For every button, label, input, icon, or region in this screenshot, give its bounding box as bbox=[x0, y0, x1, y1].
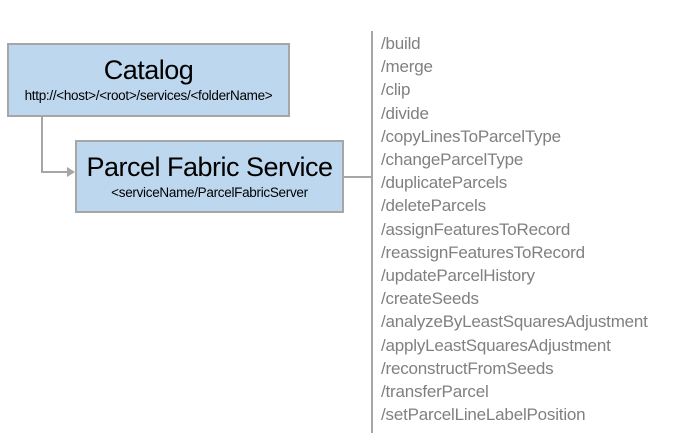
endpoints-branch-line bbox=[371, 31, 373, 433]
endpoint-item: /analyzeByLeastSquaresAdjustment bbox=[381, 312, 648, 332]
catalog-url-pattern: http://<host>/<root>/services/<folderNam… bbox=[24, 88, 273, 104]
connector-catalog-vertical bbox=[41, 117, 43, 173]
arrowhead-icon bbox=[67, 167, 75, 177]
endpoint-item: /reassignFeaturesToRecord bbox=[381, 242, 585, 262]
endpoint-item: /deleteParcels bbox=[381, 196, 486, 216]
endpoint-item: /createSeeds bbox=[381, 289, 479, 309]
parcel-fabric-service-node: Parcel Fabric Service <serviceName/Parce… bbox=[75, 140, 344, 213]
endpoint-item: /duplicateParcels bbox=[381, 173, 508, 193]
connector-catalog-horizontal bbox=[41, 171, 68, 173]
endpoint-item: /updateParcelHistory bbox=[381, 266, 535, 286]
catalog-node: Catalog http://<host>/<root>/services/<f… bbox=[7, 43, 290, 117]
endpoint-item: /build bbox=[381, 34, 421, 53]
endpoint-item: /clip bbox=[381, 80, 411, 100]
endpoint-item: /assignFeaturesToRecord bbox=[381, 219, 571, 239]
endpoint-item: /divide bbox=[381, 103, 429, 123]
endpoint-item: /reconstructFromSeeds bbox=[381, 358, 554, 378]
endpoint-item: /setParcelLineLabelPosition bbox=[381, 405, 586, 425]
connector-service-to-endpoints bbox=[344, 176, 371, 178]
endpoint-item: /transferParcel bbox=[381, 382, 489, 402]
service-title: Parcel Fabric Service bbox=[86, 151, 333, 182]
endpoint-item: /merge bbox=[381, 57, 433, 77]
endpoint-item: /copyLinesToParcelType bbox=[381, 126, 561, 146]
endpoint-list: /build /merge /clip /divide /copyLinesTo… bbox=[381, 32, 648, 426]
service-url-pattern: <serviceName/ParcelFabricServer bbox=[111, 184, 308, 200]
endpoint-item: /applyLeastSquaresAdjustment bbox=[381, 335, 611, 355]
catalog-title: Catalog bbox=[103, 55, 194, 86]
endpoint-item: /changeParcelType bbox=[381, 150, 524, 170]
